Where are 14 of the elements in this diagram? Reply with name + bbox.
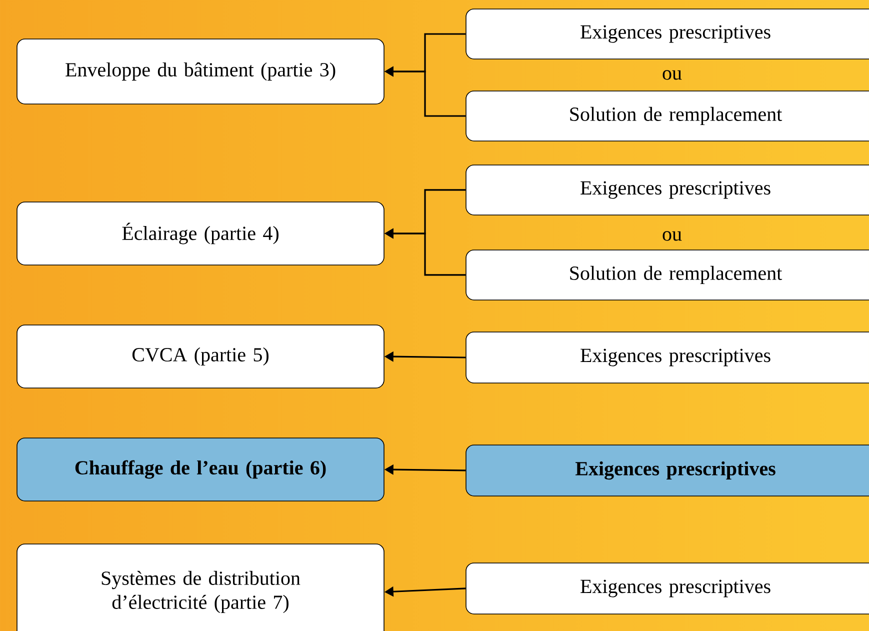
text-box: Exigences prescriptives: [466, 562, 869, 614]
text-box: Exigences prescriptives: [466, 8, 869, 60]
text-box: Enveloppe du bâtiment (partie 3): [16, 38, 384, 104]
text-box: Systèmes de distribution d’électricité (partie 7): [16, 544, 384, 631]
text-box: Exigences prescriptives: [466, 444, 869, 496]
text-box: Chauffage de l’eau (partie 6): [16, 438, 384, 502]
text-box: Exigences prescriptives: [466, 164, 869, 216]
text-box: CVCA (partie 5): [16, 324, 384, 388]
text-box: Exigences prescriptives: [466, 332, 869, 384]
or-label: ou: [662, 231, 682, 241]
or-label: ou: [662, 70, 682, 80]
text-box: Solution de remplacement: [466, 90, 869, 142]
text-box: Éclairage (partie 4): [16, 202, 384, 266]
text-box: Solution de remplacement: [466, 250, 869, 300]
